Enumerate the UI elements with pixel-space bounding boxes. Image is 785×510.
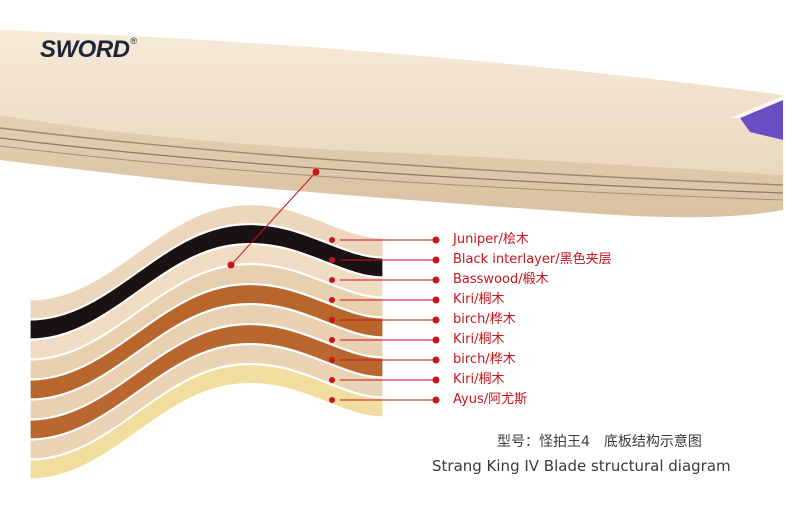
layer-sheet	[29, 343, 384, 460]
layer-sheet	[29, 263, 384, 380]
layer-label: Kiri/桐木	[453, 372, 505, 387]
blade-photo	[0, 30, 784, 218]
callout-dot	[329, 337, 335, 343]
layer-sheet	[29, 363, 384, 480]
callout-dot	[329, 237, 335, 243]
layer-label: birch/桦木	[453, 312, 516, 327]
callout-dot	[432, 236, 440, 244]
callout-dot	[329, 317, 335, 323]
pointer-dot	[312, 168, 320, 176]
layer-sheet	[29, 203, 384, 320]
blade-face	[0, 30, 783, 175]
caption-model: 型号：怪拍王4 底板结构示意图	[497, 434, 702, 450]
layer-sheet	[29, 283, 384, 400]
pointer-line	[230, 171, 317, 266]
brand-logo: SWORD®	[40, 36, 137, 64]
layer-sheet	[29, 243, 384, 360]
pointer-dot	[227, 261, 235, 269]
layer-label: birch/桦木	[453, 352, 516, 367]
callouts	[329, 236, 440, 404]
callout-dot	[432, 296, 440, 304]
registered-mark: ®	[130, 36, 138, 46]
layer-label: Ayus/阿尤斯	[453, 392, 528, 407]
callout-dot	[329, 297, 335, 303]
layer-label: Kiri/桐木	[453, 332, 505, 347]
layer-label: Kiri/桐木	[453, 292, 505, 307]
callout-dot	[432, 376, 440, 384]
callout-dot	[329, 377, 335, 383]
callout-dot	[329, 357, 335, 363]
blade-ply-line	[0, 137, 784, 194]
layer-sheet	[29, 323, 384, 440]
blade-handle-trim	[730, 96, 783, 118]
callout-dot	[432, 316, 440, 324]
layer-stack	[29, 203, 384, 480]
callout-dot	[432, 336, 440, 344]
layer-label: Basswood/椴木	[453, 272, 549, 287]
callout-dot	[432, 396, 440, 404]
layer-sheet	[29, 223, 384, 340]
callout-dot	[432, 356, 440, 364]
callout-dot	[432, 276, 440, 284]
blade-ply-line	[0, 127, 784, 186]
callout-dot	[329, 277, 335, 283]
blade-handle	[740, 100, 783, 140]
callout-dot	[329, 397, 335, 403]
brand-name: SWORD	[40, 36, 130, 63]
callout-dot	[329, 257, 335, 263]
layer-label: Juniper/桧木	[453, 232, 529, 247]
layer-sheet	[29, 303, 384, 420]
caption-title: Strang King IV Blade structural diagram	[432, 457, 731, 475]
blade-ply-line	[0, 145, 784, 201]
callout-dot	[432, 256, 440, 264]
layer-label: Black interlayer/黑色夹层	[453, 252, 612, 267]
